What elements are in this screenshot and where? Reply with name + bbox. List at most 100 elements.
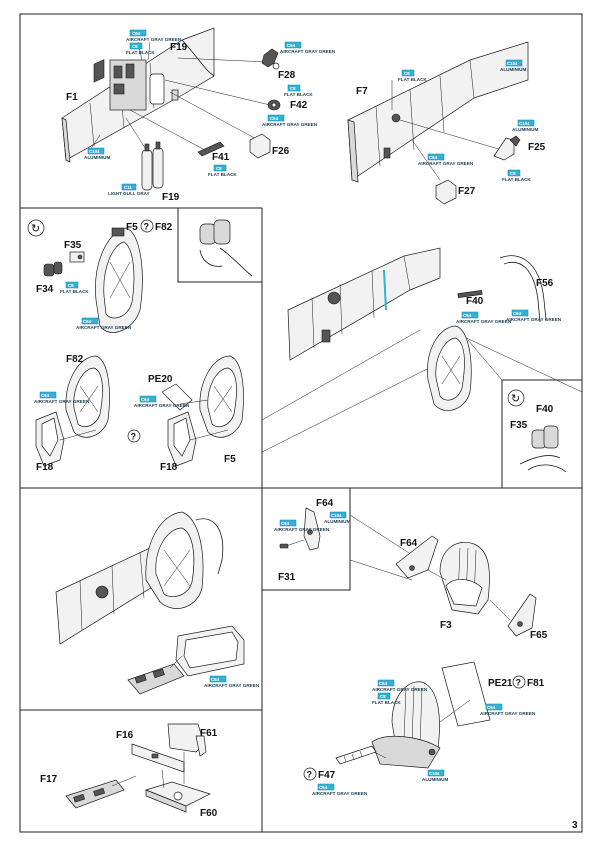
panel-detail: [93, 59, 105, 83]
part-label: F41: [212, 152, 230, 163]
part-label: F42: [290, 100, 308, 111]
part-label: F17: [40, 774, 58, 785]
color-callout: C64 AIRCRAFT GRAY GREEN: [456, 311, 512, 324]
leader-line: [467, 339, 503, 381]
svg-text:C8: C8: [404, 71, 410, 76]
svg-text:?: ?: [144, 222, 150, 232]
svg-text:FLAT BLACK: FLAT BLACK: [60, 289, 89, 294]
svg-text:C64: C64: [211, 677, 220, 682]
svg-text:C104: C104: [331, 513, 342, 518]
svg-text:AIRCRAFT GRAY GREEN: AIRCRAFT GRAY GREEN: [126, 37, 182, 42]
svg-text:AIRCRAFT GRAY GREEN: AIRCRAFT GRAY GREEN: [204, 683, 260, 688]
rudder-pedals: [127, 663, 185, 695]
color-callout: C104 ALUMINIUM: [500, 59, 526, 72]
part-label: F35: [64, 240, 82, 251]
option-marker: ?: [127, 429, 141, 443]
rotate-indicator: ↻: [27, 219, 45, 237]
part-f64-small-drawing: [279, 507, 321, 551]
part-label: F18: [160, 462, 178, 473]
svg-text:C104: C104: [507, 61, 518, 66]
svg-text:AIRCRAFT GRAY GREEN: AIRCRAFT GRAY GREEN: [480, 711, 536, 716]
color-callout: C8 FLAT BLACK: [284, 84, 313, 97]
color-callout: C64 AIRCRAFT GRAY GREEN: [134, 395, 190, 408]
svg-text:C64: C64: [132, 31, 141, 36]
svg-text:C8: C8: [68, 283, 74, 288]
svg-text:ALUMINIUM: ALUMINIUM: [84, 155, 110, 160]
part-label: F82: [66, 354, 84, 365]
step2-sidewall-assembly: [347, 41, 529, 183]
svg-text:FLAT BLACK: FLAT BLACK: [284, 92, 313, 97]
part-label: F56: [536, 278, 554, 289]
part-label: F47: [318, 770, 336, 781]
part-pe21-drawing: [441, 661, 491, 727]
part-f65-drawing: [507, 593, 537, 637]
bulkhead-f5-drawing: [95, 227, 143, 333]
page-frame: [19, 13, 583, 833]
svg-text:AIRCRAFT GRAY GREEN: AIRCRAFT GRAY GREEN: [76, 325, 132, 330]
svg-text:↻: ↻: [511, 393, 520, 405]
color-callout: C104 ALUMINIUM: [422, 769, 448, 782]
svg-text:C8: C8: [380, 694, 386, 699]
part-f17-drawing: [65, 775, 137, 809]
svg-text:ALUMINIUM: ALUMINIUM: [422, 777, 448, 782]
part-label: F5: [126, 222, 138, 233]
part-label: PE20: [148, 374, 173, 385]
detail-inset-drawing: [519, 425, 567, 473]
part-label: F40: [536, 404, 554, 415]
svg-text:C64: C64: [513, 311, 522, 316]
svg-text:AIRCRAFT GRAY GREEN: AIRCRAFT GRAY GREEN: [312, 791, 368, 796]
part-label: F34: [36, 284, 54, 295]
part-label: F61: [200, 728, 218, 739]
svg-text:?: ?: [131, 432, 137, 442]
part-f18-drawing: [35, 411, 65, 467]
svg-text:FLAT BLACK: FLAT BLACK: [502, 177, 531, 182]
svg-text:C64: C64: [463, 313, 472, 318]
part-f18b-drawing: [167, 411, 197, 467]
part-f16-drawing: [131, 743, 185, 773]
part-label: F40: [466, 296, 484, 307]
part-label: PE21: [488, 678, 513, 689]
color-callout: C64 AIRCRAFT GRAY GREEN: [76, 317, 132, 330]
part-f56-drawing: [499, 255, 547, 321]
part-label: F25: [528, 142, 546, 153]
part-label: F18: [36, 462, 54, 473]
color-callout: C8 FLAT BLACK: [398, 69, 427, 82]
part-f25-drawing: [493, 135, 521, 161]
part-f47-drawing: [335, 745, 377, 765]
part-f27-drawing: [435, 179, 457, 205]
svg-text:LIGHT GULL GRAY: LIGHT GULL GRAY: [108, 191, 150, 196]
svg-text:AIRCRAFT GRAY GREEN: AIRCRAFT GRAY GREEN: [456, 319, 512, 324]
svg-text:?: ?: [307, 770, 313, 780]
bulkhead-f82-drawing: [65, 355, 110, 438]
page-number: 3: [572, 820, 578, 831]
color-callout: C64 AIRCRAFT GRAY GREEN: [262, 114, 318, 127]
svg-text:FLAT BLACK: FLAT BLACK: [126, 50, 155, 55]
svg-text:C104: C104: [89, 149, 100, 154]
part-label: F60: [200, 808, 218, 819]
svg-text:ALUMINIUM: ALUMINIUM: [512, 127, 538, 132]
part-label: F16: [116, 730, 134, 741]
svg-text:C64: C64: [83, 319, 92, 324]
leader-line: [261, 329, 421, 421]
sidewall-edge: [61, 117, 71, 163]
svg-text:ALUMINIUM: ALUMINIUM: [324, 519, 350, 524]
part-label: F64: [400, 538, 418, 549]
part-label: F65: [530, 630, 548, 641]
seat-f3-drawing: [439, 542, 490, 615]
svg-text:FLAT BLACK: FLAT BLACK: [372, 700, 401, 705]
color-callout: C64 AIRCRAFT GRAY GREEN: [34, 391, 90, 404]
sidewall-curve: [181, 39, 215, 77]
leader-line: [261, 359, 446, 453]
part-label: F26: [272, 146, 290, 157]
part-label: F27: [458, 186, 476, 197]
color-callout: C64 AIRCRAFT GRAY GREEN: [480, 703, 536, 716]
detail-box-frame: [177, 208, 262, 283]
part-label: F31: [278, 572, 296, 583]
color-callout: C64 AIRCRAFT GRAY GREEN C8 FLAT BLACK: [126, 29, 182, 55]
svg-text:C64: C64: [319, 785, 328, 790]
svg-text:AIRCRAFT GRAY GREEN: AIRCRAFT GRAY GREEN: [34, 399, 90, 404]
step5-assembly: [55, 511, 245, 695]
part-f60-drawing: [144, 781, 211, 813]
svg-text:C8: C8: [510, 171, 516, 176]
